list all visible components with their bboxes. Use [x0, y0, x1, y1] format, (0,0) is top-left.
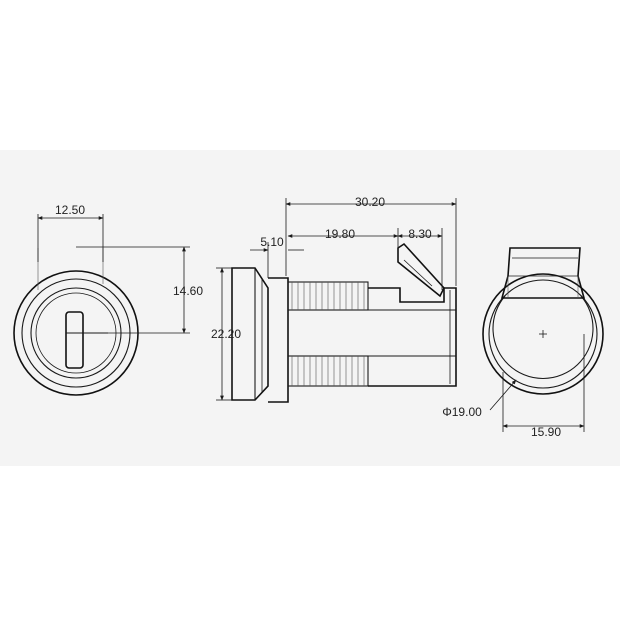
label-overall-length: 30.20	[355, 195, 385, 209]
cam	[397, 242, 445, 298]
rear-inner-ring	[488, 279, 598, 389]
front-view	[13, 214, 190, 396]
rear-outer-ring	[482, 273, 604, 395]
thread-hatching	[291, 282, 365, 386]
body-core	[368, 287, 457, 387]
label-diameter: Φ19.00	[442, 405, 482, 419]
keyway-slot	[65, 311, 84, 369]
rear-view	[482, 247, 604, 432]
label-cam-length: 8.30	[408, 227, 432, 241]
rear-housing-arc	[492, 295, 594, 379]
side-view	[216, 198, 457, 403]
label-rear-width: 15.90	[531, 425, 561, 439]
body-neck	[268, 277, 289, 403]
label-front-width: 12.50	[55, 203, 85, 217]
label-flange-height: 22.20	[211, 327, 241, 341]
label-flange-thickness: 5.10	[260, 235, 284, 249]
label-front-height: 14.60	[173, 284, 203, 298]
label-thread-length: 19.80	[325, 227, 355, 241]
rear-cam-top	[500, 247, 586, 299]
